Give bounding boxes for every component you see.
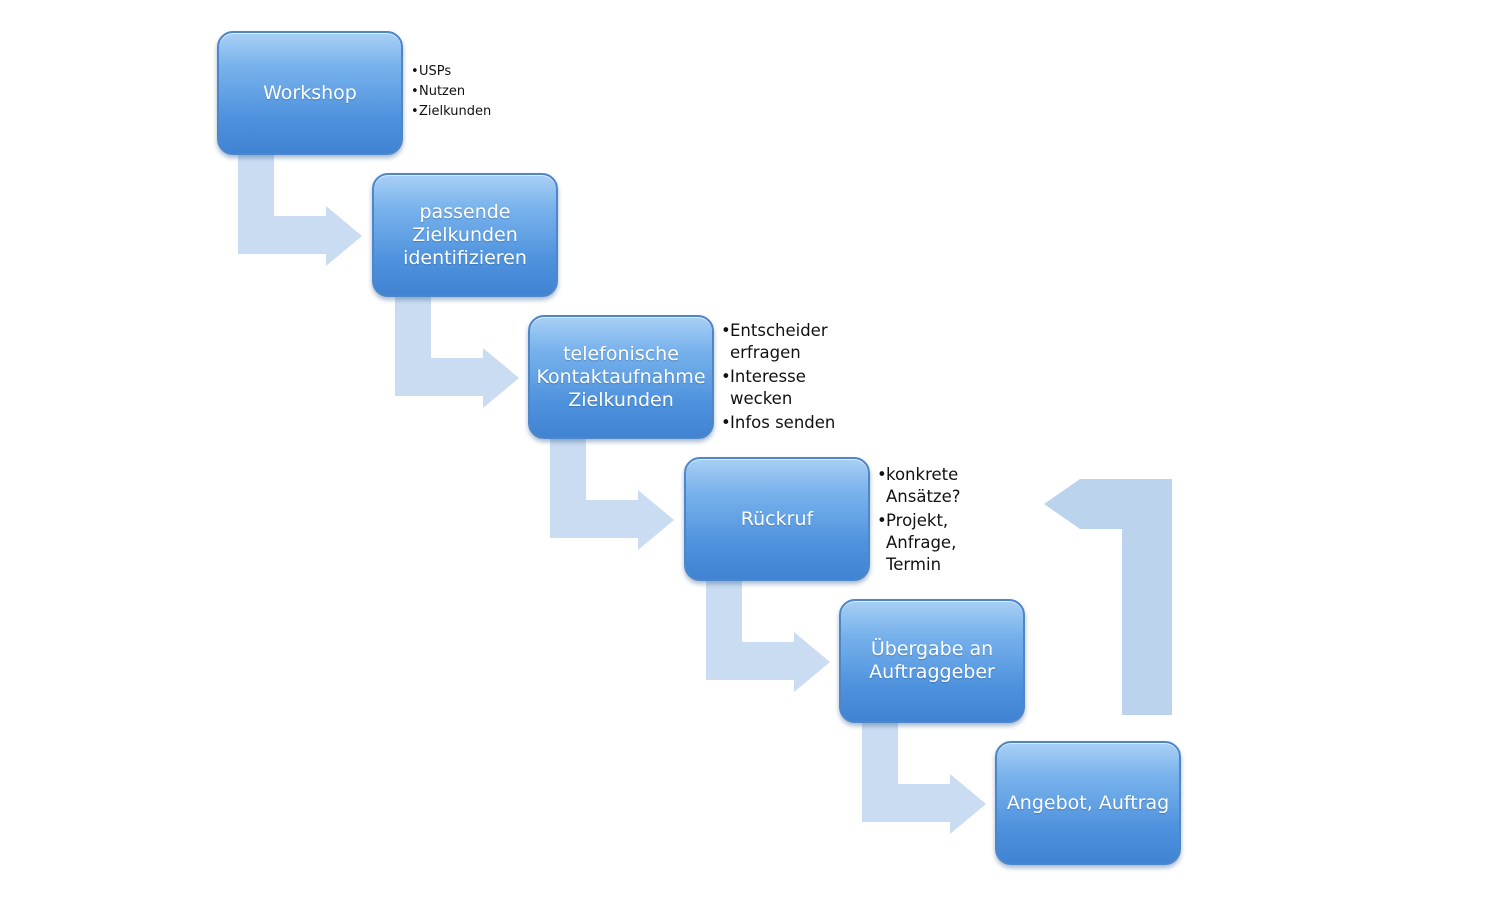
connector-arrow-4-5: [706, 580, 830, 692]
note-nutzen: Nutzen: [411, 82, 491, 102]
step-angebot-auftrag: Angebot, Auftrag: [995, 741, 1181, 865]
notes-rueckruf: konkrete Ansätze? Projekt, Anfrage, Term…: [877, 464, 961, 578]
step-telefonische-kontaktaufnahme: telefonische Kontaktaufnahme Zielkunden: [528, 315, 714, 439]
connector-arrow-2-3: [395, 296, 519, 408]
step-rueckruf: Rückruf: [684, 457, 870, 581]
notes-workshop: USPs Nutzen Zielkunden: [411, 62, 491, 122]
return-arrow: [1044, 479, 1172, 715]
step-workshop: Workshop: [217, 31, 403, 155]
note-interesse: Interesse wecken: [721, 366, 835, 410]
notes-telefonische: Entscheider erfragen Interesse wecken In…: [721, 320, 835, 436]
connector-arrow-5-6: [862, 722, 986, 834]
connector-arrow-3-4: [550, 438, 674, 550]
note-usps: USPs: [411, 62, 491, 82]
note-entscheider: Entscheider erfragen: [721, 320, 835, 364]
note-konkrete-ansaetze: konkrete Ansätze?: [877, 464, 961, 508]
note-projekt-anfrage-termin: Projekt, Anfrage, Termin: [877, 510, 961, 576]
step-uebergabe-auftraggeber: Übergabe an Auftraggeber: [839, 599, 1025, 723]
step-zielkunden-identifizieren: passende Zielkunden identifizieren: [372, 173, 558, 297]
connector-arrow-1-2: [238, 154, 362, 266]
note-infos-senden: Infos senden: [721, 412, 835, 434]
note-zielkunden: Zielkunden: [411, 102, 491, 122]
